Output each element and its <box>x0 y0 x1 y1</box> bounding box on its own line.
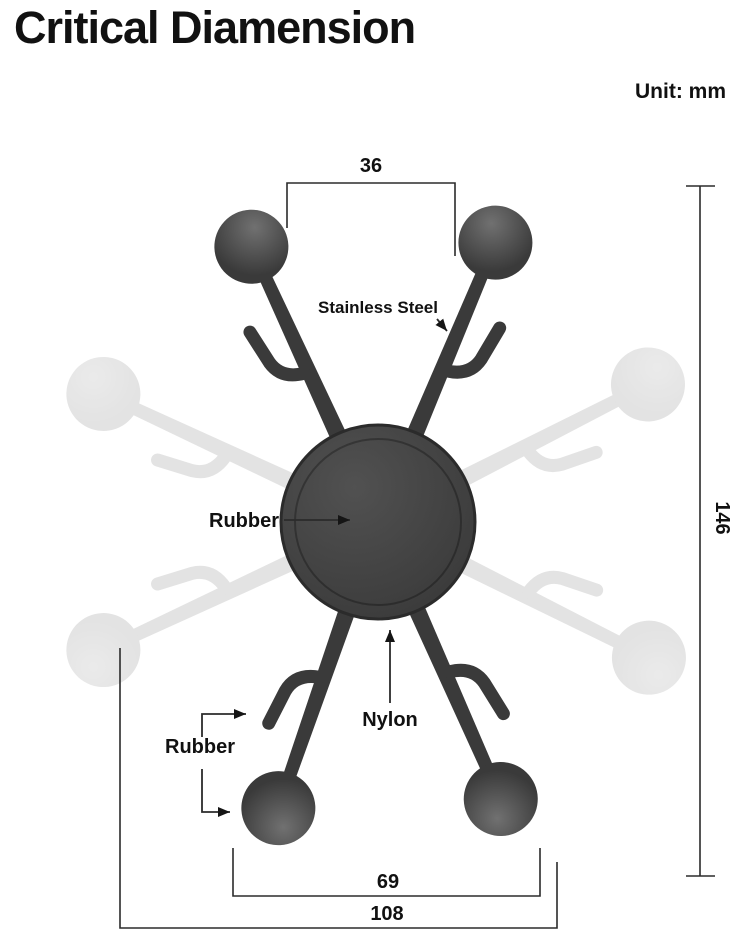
dimension-lines: 36 146 69 108 <box>119 155 733 929</box>
dim-overall-width-value: 108 <box>370 903 403 925</box>
dim-ball-span: 69 <box>232 848 541 897</box>
label-nylon: Nylon <box>362 709 418 731</box>
rubber-pad <box>279 423 477 621</box>
label-rubber-pad: Rubber <box>209 510 279 532</box>
dim-overall-height-line <box>686 185 715 877</box>
dim-top-width-value: 36 <box>360 155 382 177</box>
arrow-stainless-steel <box>435 318 448 332</box>
dim-overall-width: 108 <box>119 648 558 929</box>
label-rubber-feet: Rubber <box>165 736 235 758</box>
unit-label: Unit: mm <box>635 80 726 103</box>
label-stainless-steel: Stainless Steel <box>318 298 438 317</box>
dim-overall-height-value: 146 <box>711 501 733 534</box>
pad-inner-ring <box>294 438 462 606</box>
rubber-pad-disc <box>279 423 477 621</box>
arrow-rubber-feet-top <box>201 709 246 737</box>
dim-ball-span-value: 69 <box>377 871 399 893</box>
dim-ball-span-line <box>232 848 541 897</box>
dim-overall-width-line <box>119 648 558 929</box>
part-labels: Stainless Steel Rubber Nylon Rubber <box>165 298 448 817</box>
page-title: Critical Diamension <box>14 2 416 53</box>
dim-overall-height: 146 <box>686 185 733 877</box>
arrow-rubber-feet-bottom <box>201 769 230 817</box>
dim-top-width: 36 <box>286 155 456 256</box>
dim-top-width-line <box>286 182 456 256</box>
